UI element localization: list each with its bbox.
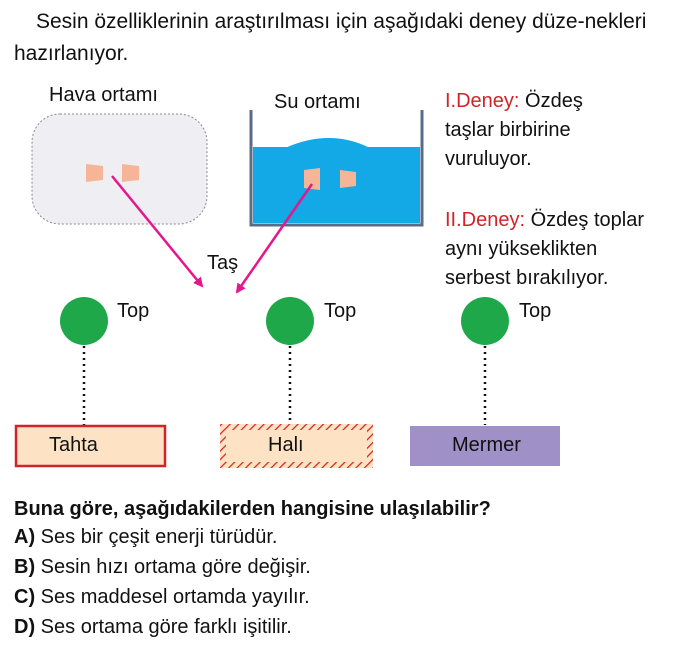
ball-label: Top [519, 300, 552, 322]
air-medium-box [31, 113, 208, 225]
option-b[interactable]: B) Sesin hızı ortama göre değişir. [14, 556, 311, 579]
surface-label: Halı [268, 434, 304, 456]
water-fill [253, 147, 420, 223]
intro-text: Sesin özelliklerinin araştırılması için … [14, 10, 647, 65]
arrow-icon [111, 175, 204, 288]
stone-icon [122, 164, 139, 182]
option-key: A) [14, 526, 36, 548]
ball-icon [266, 297, 314, 345]
option-text: Sesin hızı ortama göre değişir. [40, 556, 311, 578]
option-c[interactable]: C) Ses maddesel ortamda yayılır. [14, 586, 310, 609]
surface-label: Tahta [49, 434, 98, 456]
experiment-text: Özdeş [525, 90, 583, 112]
experiment-1: I.Deney: Özdeş taşlar birbirine vuruluyo… [445, 87, 583, 174]
experiment-2: II.Deney: Özdeş toplar aynı yükseklikten… [445, 206, 644, 293]
option-text: Ses bir çeşit enerji türüdür. [40, 526, 278, 548]
stone-label: Taş [207, 252, 239, 274]
air-medium-label: Hava ortamı [49, 84, 158, 106]
experiment-number: II.Deney: [445, 209, 526, 231]
question-text: Buna göre, aşağıdakilerden hangisine ula… [14, 498, 491, 520]
option-key: B) [14, 556, 36, 578]
stone-icon [340, 170, 356, 188]
ball-icon [461, 297, 509, 345]
stone-icon [304, 168, 320, 190]
stone-icon [86, 164, 103, 182]
surface-marble [410, 426, 560, 466]
option-key: D) [14, 616, 36, 638]
surface-carpet [226, 430, 367, 462]
experiment-text: Özdeş toplar [530, 209, 644, 231]
option-text: Ses maddesel ortamda yayılır. [40, 586, 310, 608]
experiment-text: vuruluyor. [445, 148, 532, 170]
water-bulge [285, 138, 370, 148]
option-d[interactable]: D) Ses ortama göre farklı işitilir. [14, 616, 292, 639]
option-text: Ses ortama göre farklı işitilir. [40, 616, 292, 638]
surface-label: Mermer [452, 434, 521, 456]
option-a[interactable]: A) Ses bir çeşit enerji türüdür. [14, 526, 277, 549]
experiment-text: serbest bırakılıyor. [445, 267, 609, 289]
surface-wood [14, 424, 167, 468]
option-key: C) [14, 586, 36, 608]
experiment-text: aynı yükseklikten [445, 238, 598, 260]
ball-label: Top [324, 300, 357, 322]
experiment-number: I.Deney: [445, 90, 520, 112]
arrow-icon [235, 183, 314, 294]
ball-icon [60, 297, 108, 345]
water-container [249, 110, 424, 227]
ball-label: Top [117, 300, 150, 322]
water-medium-label: Su ortamı [274, 91, 361, 113]
experiment-text: taşlar birbirine [445, 119, 571, 141]
